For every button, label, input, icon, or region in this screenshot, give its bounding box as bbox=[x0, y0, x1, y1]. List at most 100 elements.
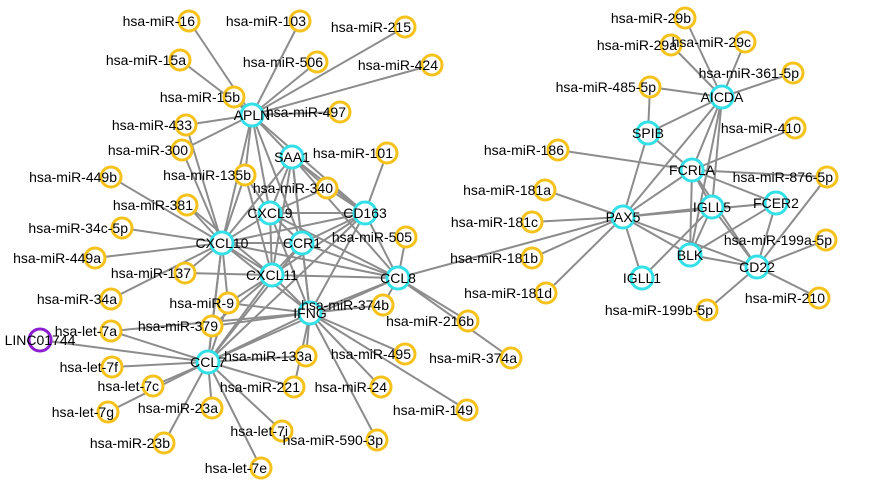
edge-apln-to-cd163 bbox=[251, 114, 366, 214]
node-label-mir-590-3p: hsa-miR-590-3p bbox=[283, 432, 384, 448]
node-let-7c: hsa-let-7c bbox=[98, 374, 165, 398]
node-label-mir-374b: hsa-miR-374b bbox=[301, 297, 389, 313]
node-label-apln: APLN bbox=[234, 107, 271, 123]
node-blk: BLK bbox=[677, 242, 704, 268]
node-label-mir-181a: hsa-miR-181a bbox=[463, 182, 551, 198]
edge-mir-374a-to-ccl8 bbox=[397, 277, 512, 359]
node-label-mir-29c: hsa-miR-29c bbox=[672, 34, 751, 50]
edge-igll5-to-igll1 bbox=[641, 206, 713, 279]
edge-aicda-to-fcrla bbox=[691, 96, 723, 171]
node-circle-mir-374a bbox=[499, 346, 523, 370]
node-label-mir-361-5p: hsa-miR-361-5p bbox=[699, 65, 800, 81]
node-mir-497: hsa-miR-497 bbox=[266, 100, 352, 124]
node-mir-133a: hsa-miR-133a bbox=[224, 344, 318, 368]
node-label-let-7a: hsa-let-7a bbox=[55, 323, 117, 339]
node-circle-mir-485-5p bbox=[638, 75, 662, 99]
node-circle-mir-16 bbox=[177, 9, 201, 33]
edge-fcer2-to-blk bbox=[689, 202, 777, 256]
edge-mir-215-to-apln bbox=[251, 26, 406, 116]
node-pax5: PAX5 bbox=[606, 204, 641, 230]
node-circle-cd22 bbox=[744, 254, 770, 280]
node-circle-mir-216b bbox=[456, 309, 480, 333]
edge-linc01744-to-ccl7 bbox=[39, 339, 209, 363]
node-circle-let-7f bbox=[100, 355, 124, 379]
node-label-mir-15a: hsa-miR-15a bbox=[106, 52, 186, 68]
node-label-mir-506: hsa-miR-506 bbox=[243, 54, 323, 70]
node-circle-linc01744 bbox=[27, 327, 53, 353]
node-circle-mir-374b bbox=[371, 293, 395, 317]
edge-mir-181b-to-pax5 bbox=[531, 216, 624, 259]
node-circle-mir-133a bbox=[294, 344, 318, 368]
edge-fcrla-to-fcer2 bbox=[691, 169, 777, 204]
node-mir-340: hsa-miR-340 bbox=[253, 176, 339, 200]
node-label-cxcl9: CXCL9 bbox=[247, 205, 292, 221]
node-label-cd163: CD163 bbox=[343, 205, 387, 221]
node-label-mir-340: hsa-miR-340 bbox=[253, 180, 333, 196]
node-circle-mir-495 bbox=[393, 342, 417, 366]
node-circle-mir-210 bbox=[807, 286, 831, 310]
node-label-mir-424: hsa-miR-424 bbox=[358, 57, 438, 73]
node-label-spib: SPIB bbox=[632, 125, 664, 141]
node-label-let-7g: hsa-let-7g bbox=[52, 404, 114, 420]
node-mir-410: hsa-miR-410 bbox=[721, 116, 807, 140]
node-mir-23a: hsa-miR-23a bbox=[138, 396, 224, 420]
node-label-let-7e: hsa-let-7e bbox=[205, 460, 267, 476]
node-circle-cd163 bbox=[352, 200, 378, 226]
node-cd163: CD163 bbox=[343, 200, 387, 226]
edge-pax5-to-fcrla bbox=[622, 169, 693, 218]
node-mir-29c: hsa-miR-29c bbox=[672, 30, 757, 54]
node-circle-mir-181d bbox=[534, 281, 558, 305]
node-label-mir-497: hsa-miR-497 bbox=[266, 104, 346, 120]
node-circle-apln bbox=[239, 102, 265, 128]
node-mir-181b: hsa-miR-181b bbox=[450, 246, 544, 270]
edge-ifng-to-mir-24 bbox=[309, 312, 382, 388]
node-mir-135b: hsa-miR-135b bbox=[163, 163, 257, 187]
node-label-mir-495: hsa-miR-495 bbox=[331, 346, 411, 362]
edge-aicda-to-igll5 bbox=[711, 96, 723, 208]
node-circle-mir-424 bbox=[420, 53, 444, 77]
node-label-mir-876-5p: hsa-miR-876-5p bbox=[733, 169, 834, 185]
node-circle-mir-199b-5p bbox=[695, 298, 719, 322]
node-circle-mir-29a bbox=[659, 33, 683, 57]
node-circle-mir-9 bbox=[216, 291, 240, 315]
node-mir-199b-5p: hsa-miR-199b-5p bbox=[605, 298, 719, 322]
node-let-7f: hsa-let-7f bbox=[60, 355, 124, 379]
node-label-igll5: IGLL5 bbox=[693, 199, 731, 215]
edge-mir-449b-to-cxcl10 bbox=[110, 176, 223, 244]
node-mir-506: hsa-miR-506 bbox=[243, 50, 329, 74]
node-mir-34a: hsa-miR-34a bbox=[37, 287, 123, 311]
node-circle-mir-497 bbox=[328, 100, 352, 124]
edge-fcrla-to-blk bbox=[689, 169, 693, 256]
node-label-let-7f: hsa-let-7f bbox=[60, 359, 118, 375]
node-aicda: AICDA bbox=[701, 84, 744, 110]
node-mir-374a: hsa-miR-374a bbox=[429, 346, 523, 370]
node-mir-495: hsa-miR-495 bbox=[331, 342, 417, 366]
node-circle-mir-24 bbox=[369, 375, 393, 399]
edge-pax5-to-aicda bbox=[622, 96, 723, 218]
node-label-mir-34a: hsa-miR-34a bbox=[37, 291, 117, 307]
edge-ifng-to-mir-9 bbox=[227, 302, 311, 314]
node-label-aicda: AICDA bbox=[701, 89, 744, 105]
node-circle-mir-449b bbox=[99, 165, 123, 189]
node-mir-23b: hsa-miR-23b bbox=[90, 431, 176, 455]
node-mir-186: hsa-miR-186 bbox=[484, 138, 570, 162]
edge-let-7e-to-ccl7 bbox=[207, 361, 262, 469]
edge-mir-181c-to-pax5 bbox=[531, 216, 624, 223]
node-label-mir-199b-5p: hsa-miR-199b-5p bbox=[605, 302, 713, 318]
node-circle-cxcl11 bbox=[259, 262, 285, 288]
node-circle-mir-34c-5p bbox=[110, 216, 134, 240]
node-label-ccl7: CCL7 bbox=[190, 354, 226, 370]
edge-cxcl11-to-ccl8 bbox=[271, 274, 399, 279]
node-mir-424: hsa-miR-424 bbox=[358, 53, 444, 77]
edge-mir-497-to-apln bbox=[251, 111, 341, 116]
node-label-mir-23a: hsa-miR-23a bbox=[138, 400, 218, 416]
node-label-blk: BLK bbox=[677, 247, 704, 263]
node-linc01744: LINC01744 bbox=[5, 327, 76, 353]
edge-let-7f-to-ccl7 bbox=[111, 361, 209, 368]
node-label-let-7i: hsa-let-7i bbox=[230, 423, 288, 439]
node-label-let-7c: hsa-let-7c bbox=[98, 378, 159, 394]
node-label-cd22: CD22 bbox=[739, 259, 775, 275]
node-label-mir-181c: hsa-miR-181c bbox=[451, 214, 538, 230]
node-let-7i: hsa-let-7i bbox=[230, 419, 294, 443]
